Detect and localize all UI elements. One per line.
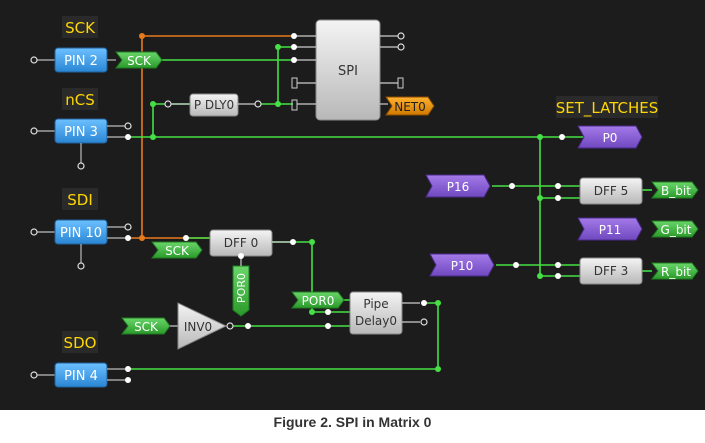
dff0-label: DFF 0: [224, 236, 259, 250]
pdly-label: P DLY0: [194, 98, 234, 112]
tag-sdo: SDO: [64, 334, 97, 352]
tag-ncs: nCS: [65, 91, 95, 109]
net-g-bit-label: G_bit: [661, 223, 692, 237]
dff5-block[interactable]: DFF 5: [537, 177, 643, 205]
net-g-bit[interactable]: G_bit: [651, 220, 699, 238]
net-sck-inv[interactable]: SCK: [121, 317, 171, 335]
bus-p11-label: P11: [599, 223, 622, 237]
net-por-pipe[interactable]: POR0: [291, 291, 345, 309]
net-por-vertical-label: POR0: [235, 273, 248, 303]
tag-bg: [62, 88, 98, 110]
pipe-delay-block[interactable]: Pipe Delay0: [325, 291, 441, 335]
net-net0[interactable]: NET0: [385, 96, 435, 116]
figure-caption: Figure 2. SPI in Matrix 0: [273, 414, 432, 430]
tag-set-latches: SET_LATCHES: [556, 99, 659, 118]
net-sck-inv-label: SCK: [134, 320, 159, 334]
junctions: [139, 33, 565, 372]
inverter-label: INV0: [184, 320, 212, 334]
wire-spi-in-b: [277, 46, 293, 104]
net-r-bit-label: R_bit: [661, 265, 691, 279]
net-net0-label: NET0: [394, 100, 426, 114]
pin-4[interactable]: PIN 4: [30, 362, 131, 388]
pin-2-label: PIN 2: [64, 54, 98, 69]
bus-p16-label: P16: [447, 180, 470, 194]
wires: [128, 35, 652, 370]
bus-p10[interactable]: P10: [429, 253, 519, 277]
wire-pipe-sdo: [128, 302, 439, 370]
pin-4-label: PIN 4: [64, 369, 98, 384]
inverter-block[interactable]: INV0: [170, 302, 251, 350]
net-por-vertical[interactable]: POR0: [232, 265, 250, 317]
pipe-label-line1: Pipe: [363, 297, 388, 311]
dff0-block[interactable]: DFF 0: [209, 229, 315, 266]
bus-p10-label: P10: [451, 259, 474, 273]
bus-p11[interactable]: P11: [577, 217, 643, 241]
spi-label: SPI: [338, 64, 358, 79]
tag-bg: [62, 188, 98, 210]
bus-p0-label: P0: [603, 131, 618, 145]
net-sck-dff-label: SCK: [165, 244, 190, 258]
schematic-diagram: SCK nCS SDI SDO SET_LATCHES PIN 2 PIN 3 …: [30, 16, 699, 388]
dff3-block[interactable]: DFF 3: [555, 257, 643, 285]
wire-set-latches-bus: [539, 137, 580, 277]
tag-sck: SCK: [65, 19, 96, 37]
tag-bg: [62, 16, 98, 38]
pin-3-label: PIN 3: [64, 125, 98, 140]
pin-3[interactable]: PIN 3: [30, 118, 132, 170]
dff5-label: DFF 5: [594, 184, 629, 198]
pin-10-label: PIN 10: [60, 226, 102, 241]
net-r-bit[interactable]: R_bit: [651, 262, 699, 280]
dff3-label: DFF 3: [594, 264, 629, 278]
bus-p16[interactable]: P16: [425, 174, 515, 198]
net-b-bit-label: B_bit: [661, 184, 691, 198]
pin-10[interactable]: PIN 10: [30, 219, 132, 270]
pin-2[interactable]: PIN 2: [30, 47, 116, 73]
tag-bg: [62, 331, 98, 353]
net-sck-out-label: SCK: [127, 54, 152, 68]
bus-p0[interactable]: P0: [577, 125, 643, 149]
net-por-pipe-label: POR0: [302, 294, 335, 308]
schematic-canvas: SCK nCS SDI SDO SET_LATCHES PIN 2 PIN 3 …: [0, 0, 705, 410]
tag-bg: [556, 96, 658, 118]
pipe-label-line2: Delay0: [355, 314, 397, 328]
spi-block[interactable]: SPI: [291, 19, 405, 121]
net-sck-out[interactable]: SCK: [115, 51, 163, 69]
tag-sdi: SDI: [67, 191, 93, 209]
pin-tags: SCK nCS SDI SDO SET_LATCHES: [62, 16, 658, 353]
net-b-bit[interactable]: B_bit: [651, 181, 699, 199]
pdly-block[interactable]: P DLY0: [164, 93, 262, 117]
net-sck-dff[interactable]: SCK: [151, 241, 203, 259]
wire-ncs-pdly: [152, 103, 190, 137]
